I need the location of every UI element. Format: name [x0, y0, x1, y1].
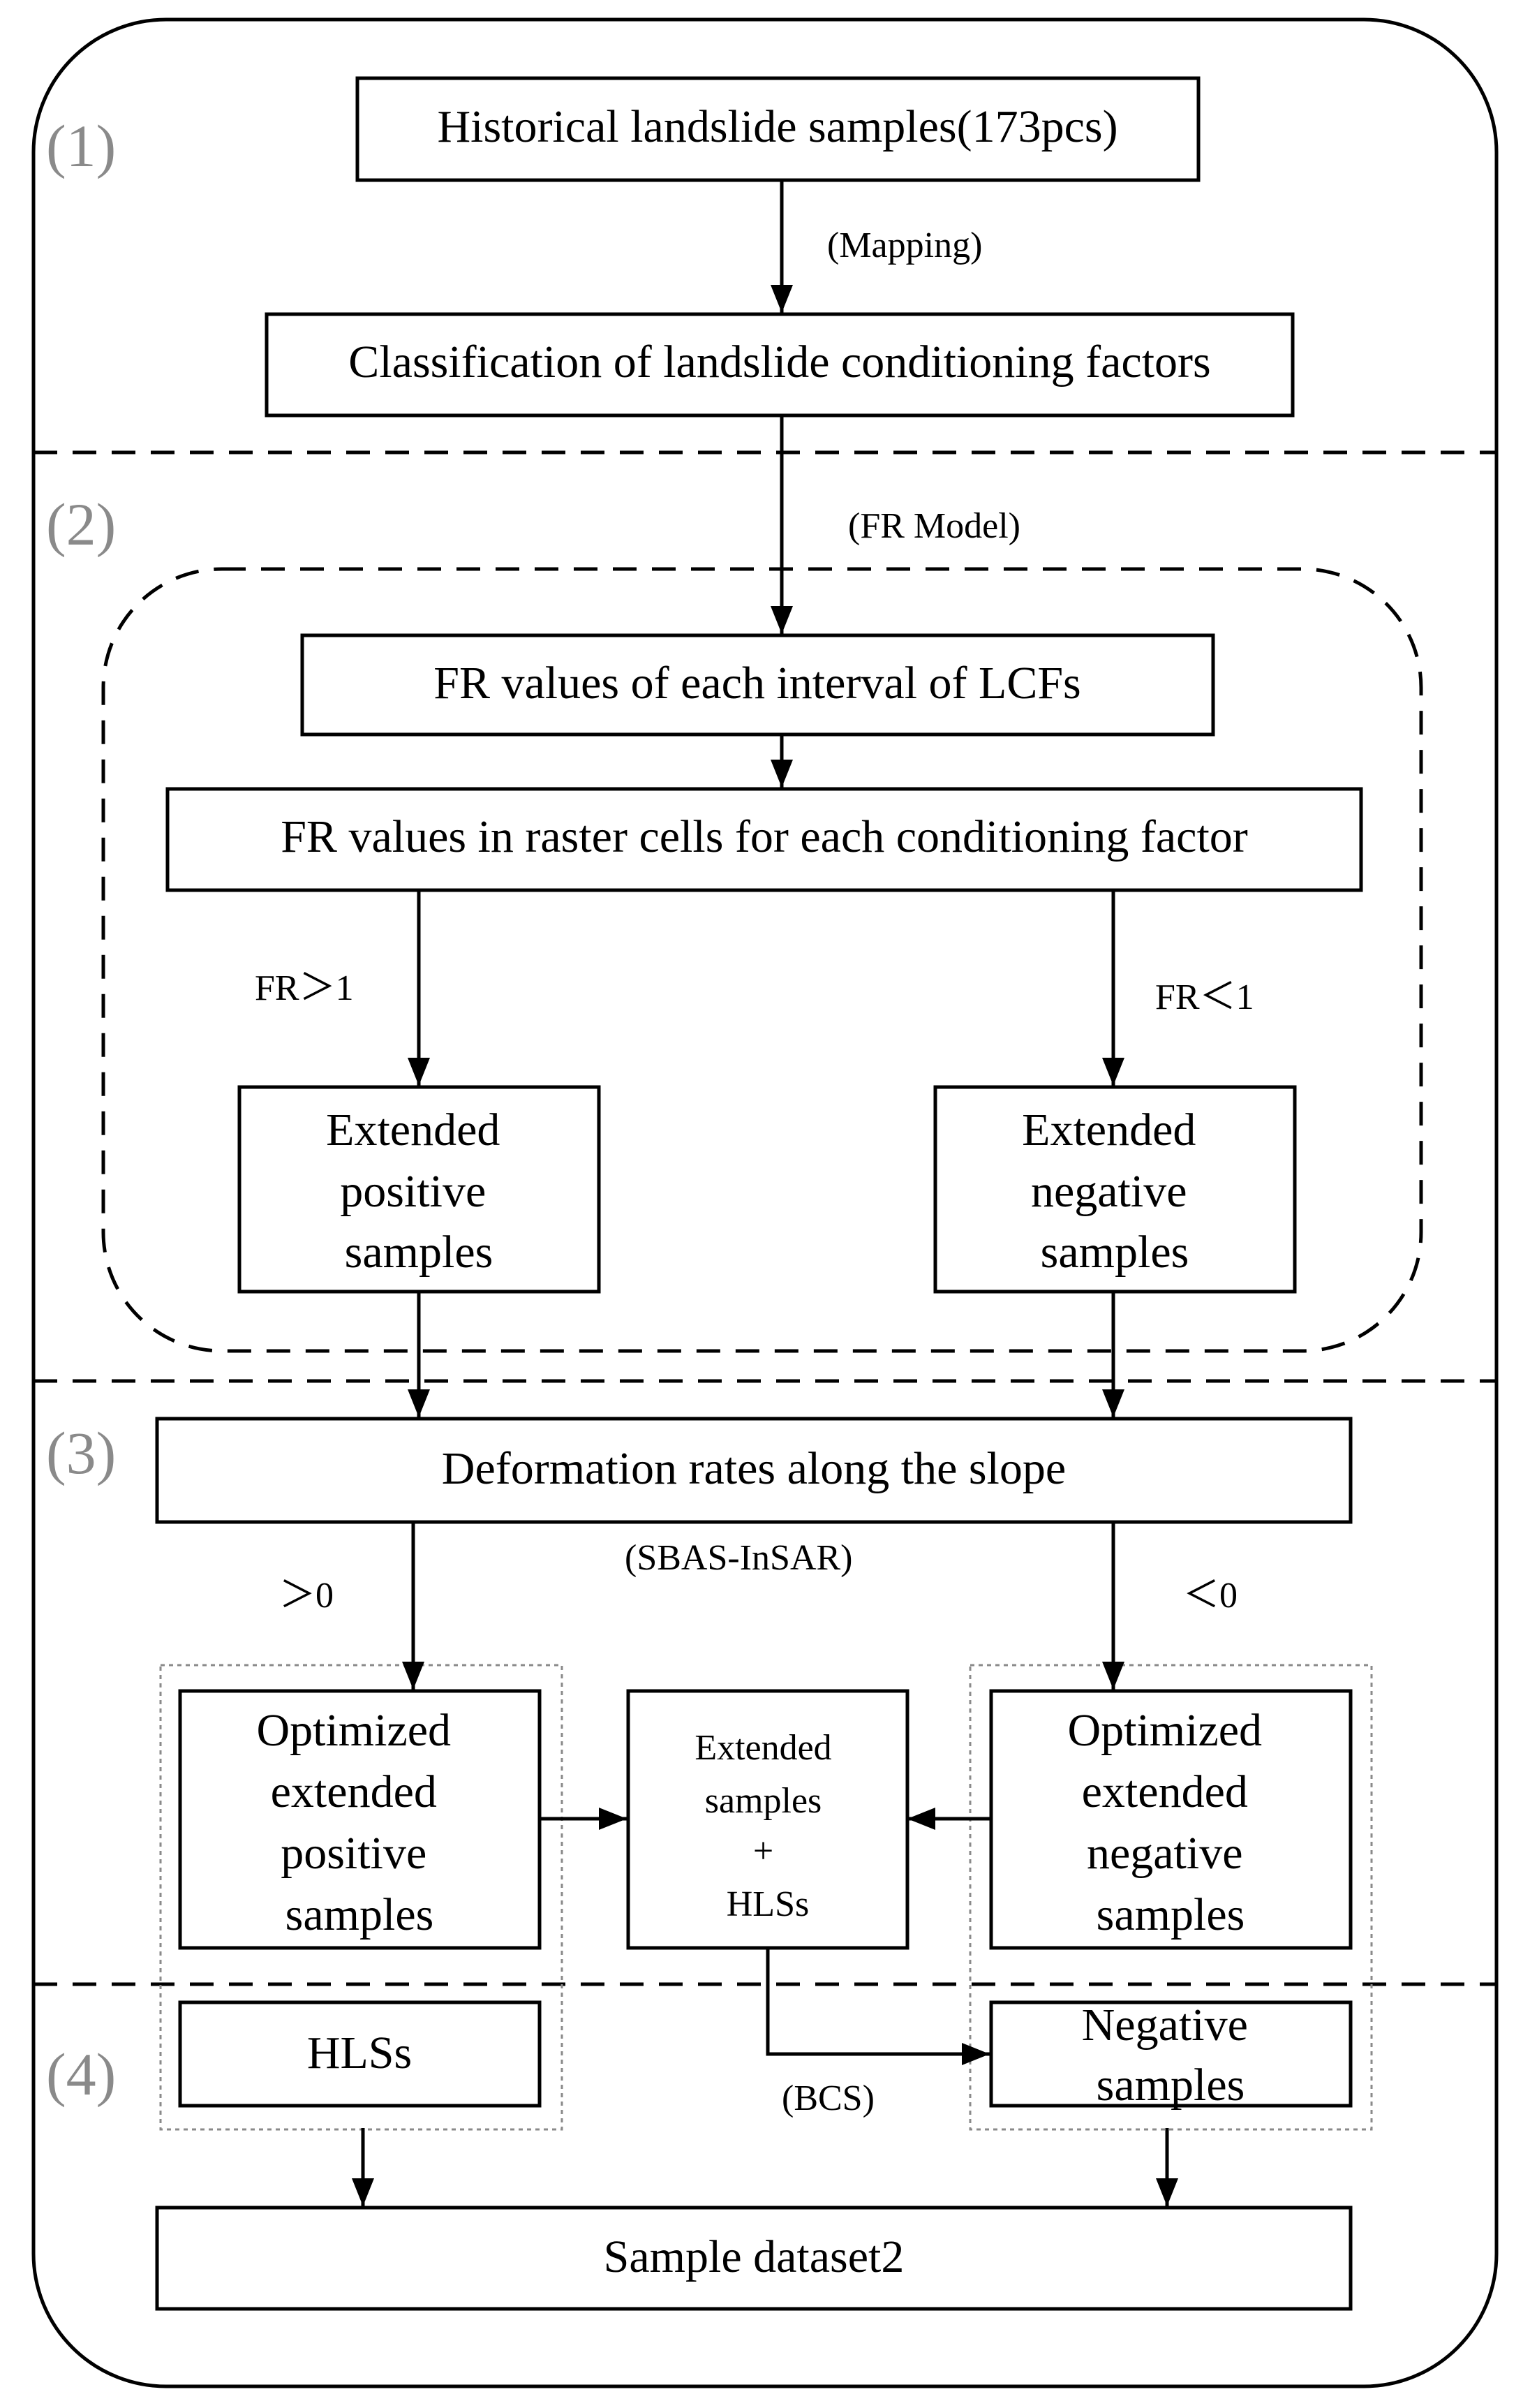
section-label-1: (1): [46, 112, 116, 179]
deformation-text: Deformation rates along the slope: [442, 1443, 1066, 1494]
fr-lt-1-label: FR＜1: [1155, 977, 1254, 1017]
opt-negative-line-3: negative: [1087, 1828, 1243, 1879]
lt-0-label: ＜0: [1183, 1576, 1238, 1616]
ext-hls-line-4: HLSs: [727, 1884, 809, 1924]
fr-interval-box: [300, 633, 1215, 737]
fr-raster-box: [165, 787, 1363, 892]
gt-0-label: ＞0: [279, 1576, 334, 1616]
fr-interval-text: FR values of each interval of LCFs: [433, 658, 1080, 709]
ext-negative-box: [933, 1085, 1297, 1294]
ext-hls-line-3: +: [753, 1831, 773, 1871]
opt-positive-line-2: extended: [271, 1766, 437, 1817]
opt-negative-line-2: extended: [1082, 1766, 1248, 1817]
historical-samples-box: [355, 76, 1201, 182]
ext-hls-box: [626, 1689, 909, 1950]
section-label-4: (4): [46, 2041, 116, 2108]
mapping-label: (Mapping): [827, 226, 982, 265]
sample-dataset-box: [155, 2206, 1353, 2311]
ext-positive-text: Extended positive samples: [326, 1105, 512, 1278]
negative-samples-box: [989, 2000, 1353, 2108]
opt-positive-text: Optimized extended positive samples: [256, 1705, 462, 1940]
fr-model-region: [101, 567, 1423, 1353]
opt-positive-box: [178, 1689, 542, 1950]
opt-positive-line-3: positive: [281, 1828, 426, 1879]
classification-text: Classification of landslide conditioning…: [348, 337, 1210, 387]
sbas-insar-label: (SBAS-InSAR): [625, 1538, 853, 1578]
ext-negative-line-3: samples: [1041, 1227, 1189, 1278]
classification-box: [265, 312, 1295, 418]
section-label-2: (2): [46, 491, 116, 558]
opt-negative-line-4: samples: [1097, 1889, 1245, 1940]
opt-negative-line-1: Optimized: [1067, 1705, 1262, 1756]
ext-negative-text: Extended negative samples: [1022, 1105, 1208, 1278]
historical-samples-text: Historical landslide samples(173pcs): [437, 101, 1117, 152]
ext-positive-line-1: Extended: [326, 1105, 500, 1155]
fr-model-label: (FR Model): [848, 506, 1020, 546]
negative-samples-line-1: Negative: [1082, 2000, 1248, 2051]
ext-positive-box: [237, 1085, 601, 1294]
outer-frame: [31, 17, 1499, 2388]
ext-positive-line-2: positive: [340, 1166, 486, 1217]
negative-group-outline: [969, 1664, 1373, 2131]
ext-negative-line-1: Extended: [1022, 1105, 1196, 1155]
fr-raster-text: FR values in raster cells for each condi…: [281, 811, 1248, 862]
ext-hls-text: Extended samples + HLSs: [695, 1728, 840, 1924]
sample-dataset-text: Sample dataset2: [604, 2231, 905, 2282]
ext-positive-line-3: samples: [345, 1227, 493, 1278]
opt-positive-line-4: samples: [285, 1889, 434, 1940]
ext-hls-line-2: samples: [705, 1781, 822, 1821]
fr-gt-1-label: FR＞1: [255, 968, 354, 1008]
bcs-label: (BCS): [782, 2078, 875, 2118]
opt-negative-box: [989, 1689, 1353, 1950]
opt-negative-text: Optimized extended negative samples: [1067, 1705, 1273, 1940]
negative-samples-line-2: samples: [1097, 2060, 1245, 2111]
hlss-text: HLSs: [307, 2027, 412, 2078]
ext-negative-line-2: negative: [1031, 1166, 1187, 1217]
opt-positive-line-1: Optimized: [256, 1705, 451, 1756]
negative-samples-text: Negative samples: [1082, 2000, 1260, 2111]
ext-hls-line-1: Extended: [695, 1728, 831, 1768]
arrow-ext-hls-to-negative-samples: [766, 1948, 990, 2065]
deformation-box: [155, 1417, 1353, 1524]
section-label-3: (3): [46, 1419, 116, 1486]
hlss-box: [178, 2000, 542, 2108]
